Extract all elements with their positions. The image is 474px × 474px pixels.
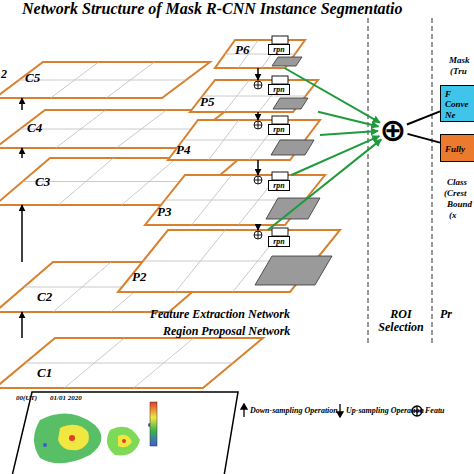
layer-outline [118, 230, 340, 292]
proposal-region [255, 57, 332, 285]
connector [257, 112, 259, 120]
layer-outline [215, 40, 305, 68]
head-label: F Conve Ne [445, 89, 474, 120]
layer-label: P5 [200, 95, 214, 108]
connector [407, 134, 440, 143]
feature-box [272, 36, 288, 236]
annotation-text: (x [449, 211, 457, 220]
pyramid-layer: P5 rpn [190, 80, 318, 112]
layer-label: C3 [35, 175, 50, 188]
layer-label: P3 [157, 205, 171, 218]
connector [257, 225, 259, 230]
pyramid-layer: P6 rpn [215, 40, 305, 68]
layer-label: C4 [27, 121, 42, 134]
layer-label: P2 [132, 270, 146, 283]
annotation-text: Pr [440, 308, 452, 321]
connector [268, 139, 381, 230]
rpn-box: rpn [268, 44, 290, 55]
legend-text: Up-sampling Operation [346, 407, 424, 415]
connector [285, 68, 380, 123]
pyramid-layer: P4 rpn [168, 120, 320, 160]
legend-text: Featu [425, 407, 445, 415]
connector [21, 148, 23, 158]
annotation-text: (Crest [444, 189, 467, 198]
connector [21, 98, 23, 110]
rpn-label: rpn [273, 126, 285, 134]
diagram-title: Network Structure of Mask R-CNN Instance… [22, 0, 402, 18]
fusion-symbol: ⊕ [380, 114, 407, 146]
feature-layer: C1 [0, 338, 263, 388]
radar-image [12, 392, 238, 474]
connector [407, 111, 440, 124]
rpn-box: rpn [268, 180, 290, 191]
grid-line [19, 80, 186, 81]
connector [21, 205, 23, 262]
feature-layer: C5 [0, 62, 210, 98]
annotation-text: ROI Selection [371, 308, 431, 333]
connector [21, 312, 23, 338]
layer-label: C5 [25, 71, 40, 84]
pyramid-layer: P2 rpn [118, 230, 340, 292]
layer-label: P6 [235, 43, 249, 56]
layer-label: C2 [37, 290, 52, 303]
rpn-label: rpn [273, 238, 285, 246]
layer-outline [0, 62, 210, 98]
layer-outline [145, 175, 325, 225]
annotation-text: 2 [1, 68, 7, 81]
rpn-label: rpn [273, 86, 285, 94]
connector [320, 131, 378, 135]
grid-line [25, 363, 233, 364]
fc-head-box: Fully [440, 134, 474, 162]
annotation-text: Bound [447, 200, 472, 209]
annotation-text: Class [447, 178, 467, 187]
parallelogram-outline [118, 230, 340, 292]
dashed-divider [367, 18, 368, 346]
layer-label: P4 [176, 143, 190, 156]
rpn-box: rpn [268, 236, 290, 247]
rpn-box: rpn [268, 84, 290, 95]
grid-line [183, 140, 305, 141]
annotation-text: 01/01 2020 [50, 395, 82, 402]
connector [291, 136, 379, 175]
layer-label: C1 [37, 366, 52, 379]
rpn-label: rpn [273, 46, 285, 54]
dashed-divider [431, 18, 432, 346]
legend-text: Down-sampling Operation [250, 407, 338, 415]
parallelogram-outline [215, 40, 305, 68]
layer-outline [190, 80, 318, 112]
layer-outline [0, 338, 263, 388]
annotation-text: Mask [449, 56, 470, 65]
grid-line [143, 261, 315, 262]
rpn-label: rpn [273, 182, 285, 190]
fusion-node: ⊕ [378, 115, 408, 145]
parallelogram-outline [0, 338, 263, 388]
fusion-symbol [254, 81, 262, 239]
parallelogram-outline [168, 120, 320, 160]
head-label: Fully [445, 144, 474, 154]
layer-outline [168, 120, 320, 160]
annotation-text: Feature Extraction Network [150, 308, 290, 321]
rpn-box: rpn [268, 124, 290, 135]
grid-line [165, 200, 305, 201]
annotation-text: (Tru [450, 67, 467, 76]
fcn-head-box: F Conve Ne [440, 85, 474, 122]
pyramid-layer: P3 rpn [145, 175, 325, 225]
connector [257, 160, 259, 175]
annotation-text: Region Proposal Network [163, 325, 290, 338]
parallelogram-outline [145, 175, 325, 225]
annotation-text: 00(UT) [16, 395, 37, 402]
grid-line [203, 96, 306, 97]
connector [318, 112, 378, 127]
grid-line [20, 129, 202, 130]
connector [257, 68, 259, 80]
